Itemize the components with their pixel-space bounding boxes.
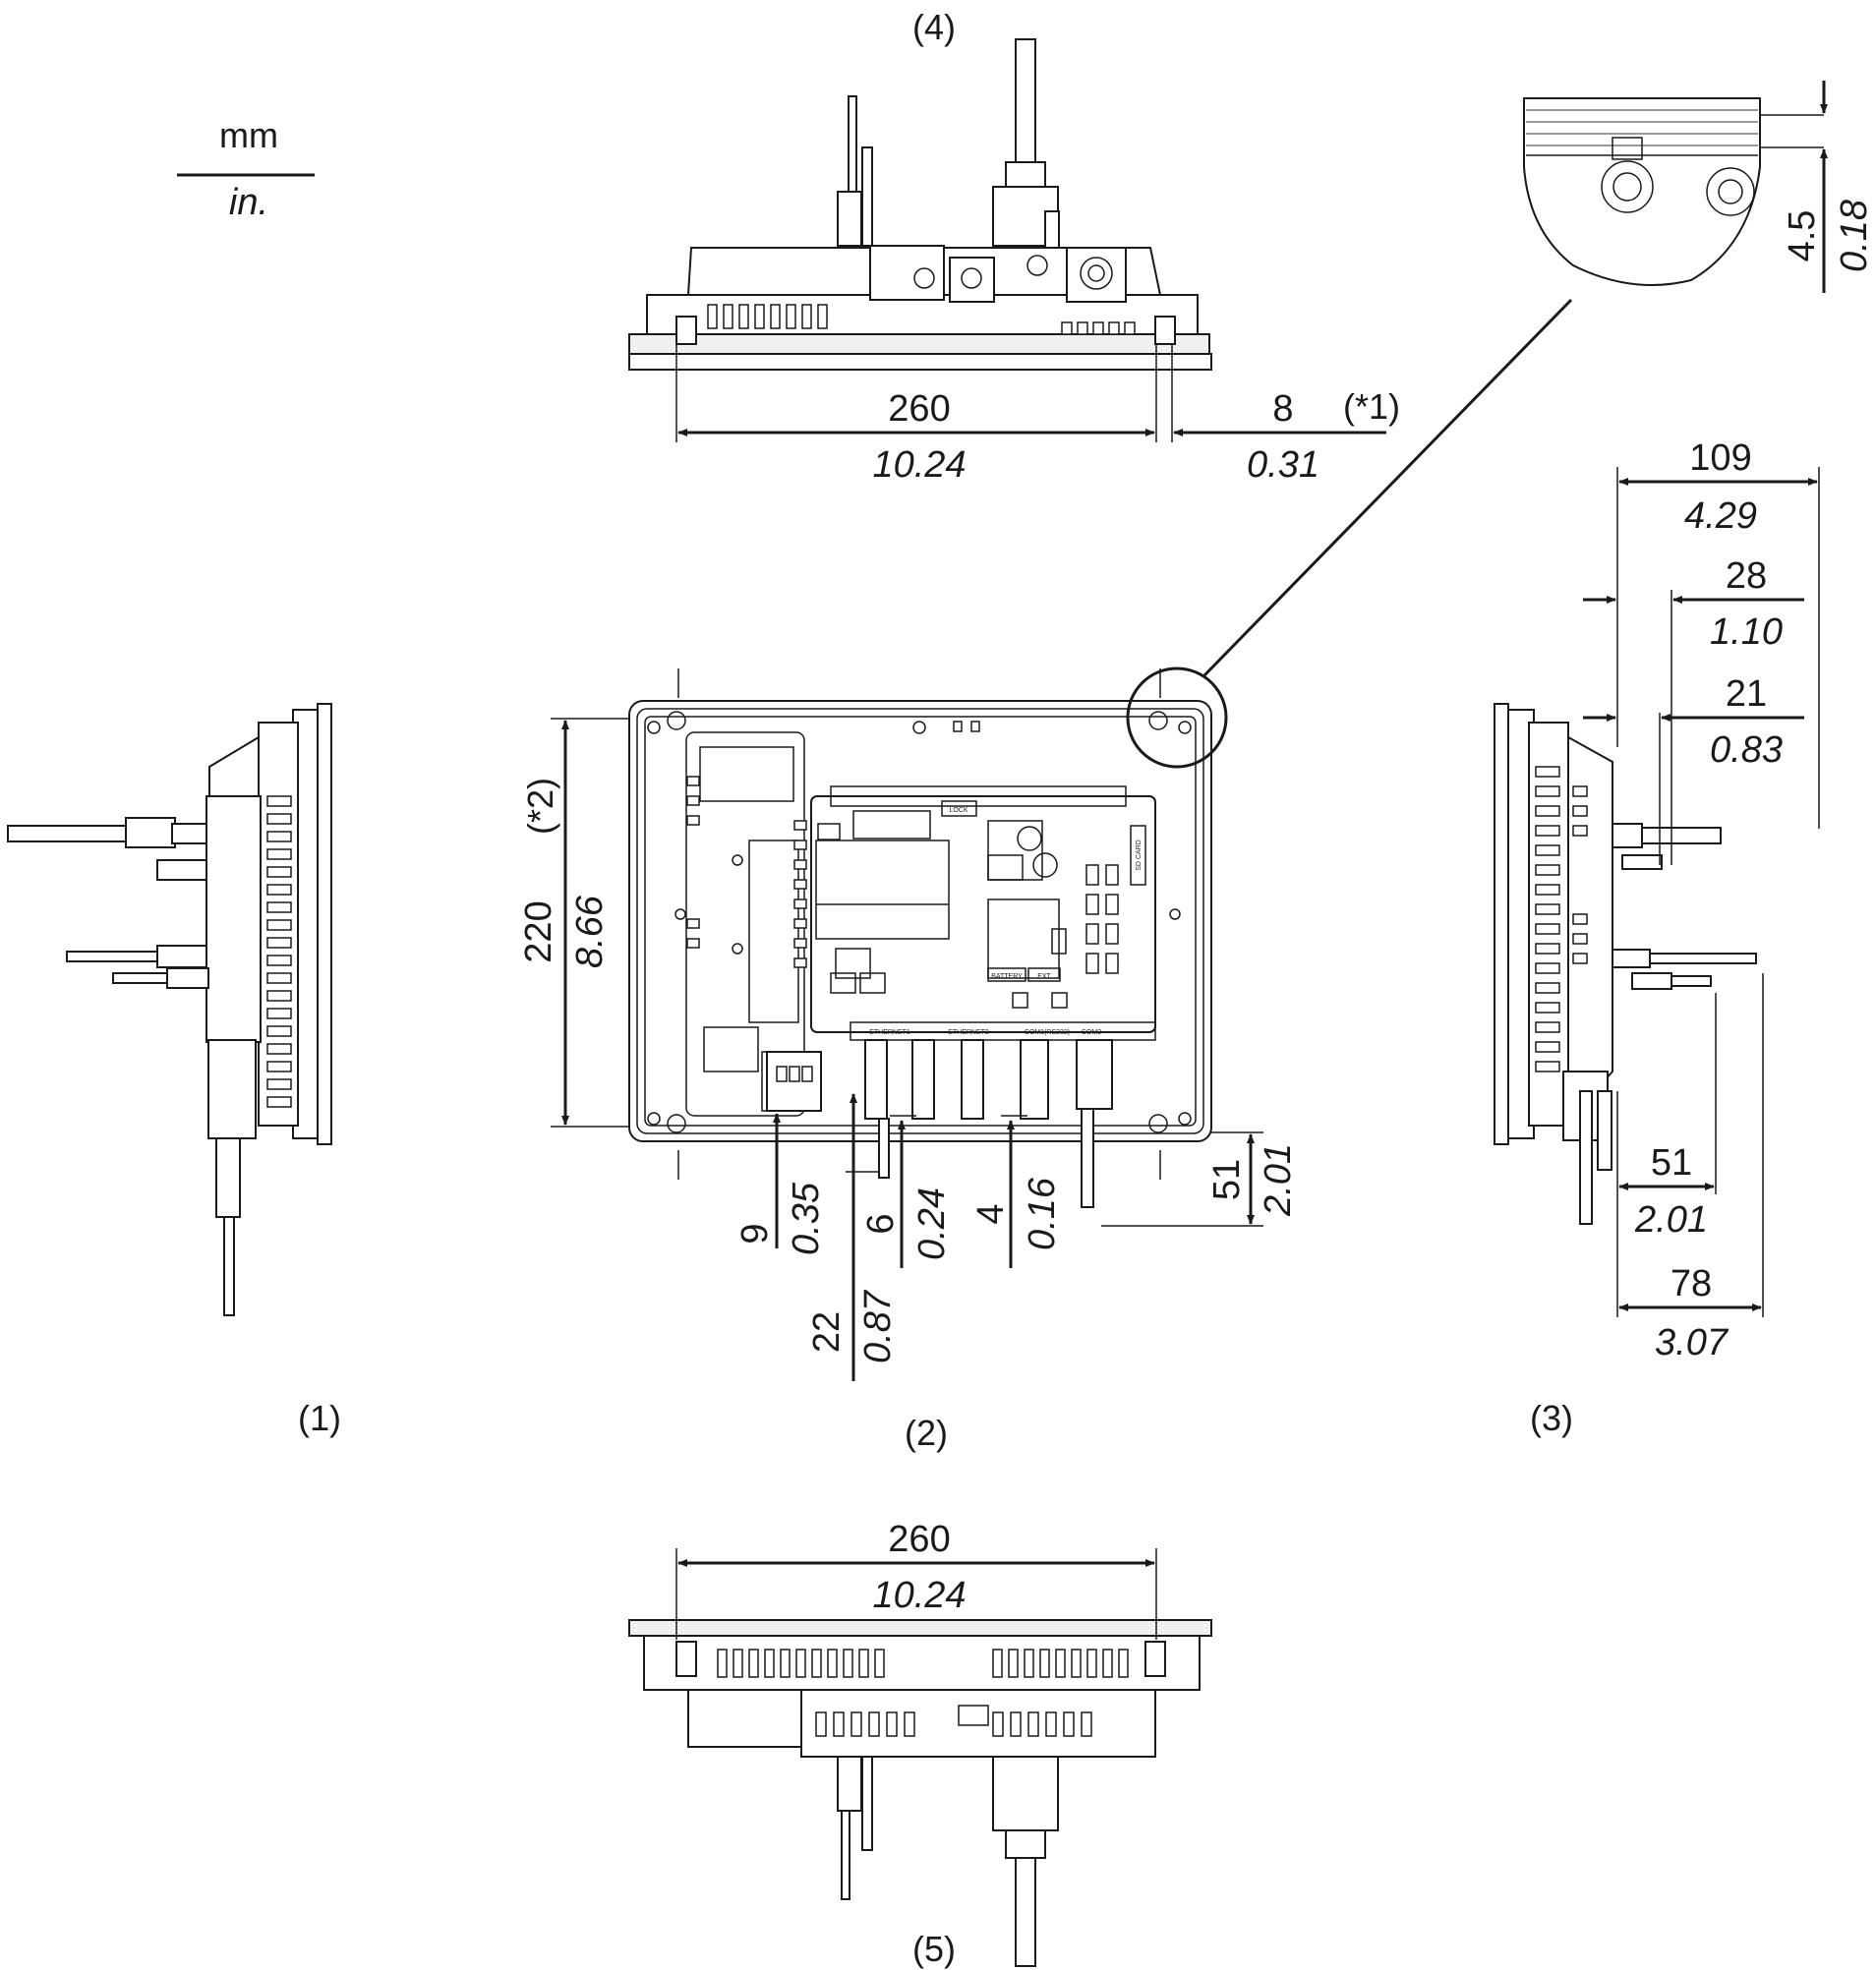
bottom-width-in: 10.24 <box>872 1575 966 1616</box>
detail-in: 0.18 <box>1834 200 1875 272</box>
top-offset-mm: 8 <box>1272 388 1293 430</box>
detail-mm: 4.5 <box>1782 210 1823 262</box>
board-label-com1: COM1(RS232) <box>1025 1029 1070 1036</box>
top-view: (4) <box>628 7 1400 486</box>
board-label-sd: SD CARD <box>1136 840 1143 871</box>
view-label-left: (1) <box>298 1398 341 1438</box>
bottom-view: 260 10.24 (5) <box>628 1519 1212 1969</box>
right-view: 109 4.29 28 1.10 21 0.83 51 2.01 78 3.07… <box>1494 437 1820 1438</box>
side-d109-in: 4.29 <box>1684 495 1757 537</box>
board-label-eth1: ETHERNET1 <box>869 1029 910 1036</box>
rear-d22-mm: 22 <box>806 1311 848 1353</box>
top-offset-note: (*1) <box>1343 386 1400 427</box>
top-offset-in: 0.31 <box>1247 444 1319 486</box>
board-label-ext: EXT <box>1037 973 1051 980</box>
side-d28-mm: 28 <box>1726 555 1767 597</box>
side-d109-mm: 109 <box>1689 437 1751 479</box>
top-width-mm: 260 <box>888 388 950 430</box>
units-legend: mm in. <box>177 115 315 223</box>
side-d21-mm: 21 <box>1726 673 1767 715</box>
side-d78-mm: 78 <box>1671 1263 1712 1304</box>
view-label-bottom: (5) <box>912 1929 956 1969</box>
rear-d6-in: 0.24 <box>911 1188 953 1260</box>
side-d51-in: 2.01 <box>1634 1199 1708 1241</box>
rear-height-note: (*2) <box>520 778 560 835</box>
bottom-width-mm: 260 <box>888 1519 950 1560</box>
side-d28-in: 1.10 <box>1710 611 1783 653</box>
rear-d4-mm: 4 <box>970 1203 1012 1224</box>
rear-d9-mm: 9 <box>734 1223 776 1244</box>
view-label-rear: (2) <box>905 1413 948 1453</box>
rear-height-mm: 220 <box>518 900 559 962</box>
rear-d4-in: 0.16 <box>1022 1177 1063 1250</box>
rear-d51-mm: 51 <box>1206 1159 1248 1200</box>
board-label-lock: LOCK <box>949 807 967 814</box>
corner-detail: 4.5 0.18 <box>1202 81 1875 677</box>
board-label-battery: BATTERY <box>991 973 1023 980</box>
rear-height-in: 8.66 <box>569 895 611 968</box>
rear-d6-mm: 6 <box>860 1213 902 1234</box>
unit-mm: mm <box>219 115 278 155</box>
unit-inch: in. <box>229 182 268 223</box>
board-label-eth2: ETHERNET2 <box>948 1029 989 1036</box>
side-d21-in: 0.83 <box>1710 729 1783 771</box>
rear-d51-in: 2.01 <box>1258 1143 1299 1217</box>
rear-d9-in: 0.35 <box>786 1182 827 1255</box>
side-d51-mm: 51 <box>1651 1142 1692 1184</box>
rear-view: LOCK BATTERY EXT SD CARD ETHERNET1 ETHER… <box>518 666 1299 1453</box>
view-label-right: (3) <box>1530 1398 1573 1438</box>
rear-d22-in: 0.87 <box>857 1289 899 1363</box>
board-label-com2: COM2 <box>1082 1029 1101 1036</box>
top-width-in: 10.24 <box>872 444 966 486</box>
left-view: (1) <box>7 703 341 1438</box>
side-d78-in: 3.07 <box>1655 1322 1729 1363</box>
view-label-top: (4) <box>912 7 956 47</box>
